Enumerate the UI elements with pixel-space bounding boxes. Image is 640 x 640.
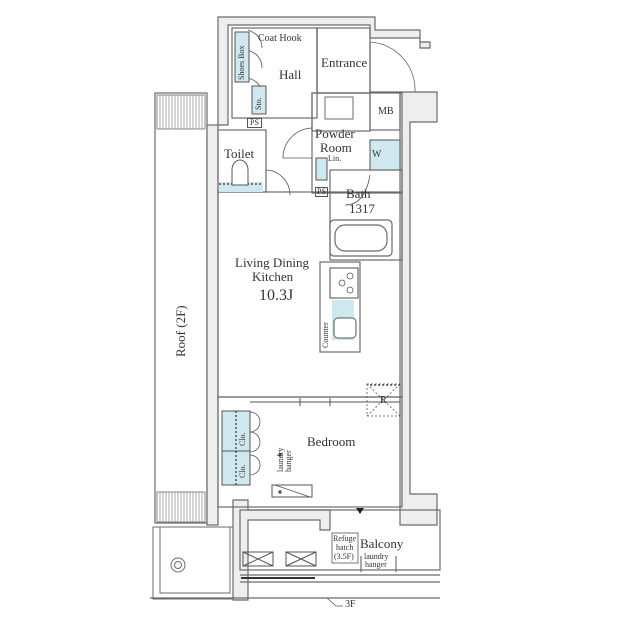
storage-label: Sto. [254,97,263,110]
powder-room-label-2: Room [320,140,352,155]
washer-label: W [372,149,382,160]
window-marker-icon [356,508,364,514]
ldk-label-2: Kitchen [252,269,294,284]
roof-area [154,92,208,524]
refuge-hatch-label-2: hatch [336,543,354,552]
balcony-label: Balcony [360,536,404,551]
ps-hall-label: PS [247,118,262,128]
bath-size-label: 1317 [349,201,375,216]
closet-label-1: Clo. [238,432,247,446]
refuge-hatch-label-3: (3.5F) [334,552,354,561]
shoes-box-label: Shoes Box [237,45,246,80]
hall-label: Hall [279,67,302,82]
ldk-size-label: 10.3J [259,287,294,304]
refuge-hatch-label-1: Refuge [333,534,357,543]
closet-label-2: Clo. [238,464,247,478]
refuge-hatch-box [331,532,359,564]
ac-units [242,551,317,567]
refrigerator-space [366,383,401,417]
roof-label: Roof (2F) [173,305,188,357]
toilet-fixture [231,159,249,186]
interior-walls [150,27,441,599]
powder-room-label-1: Powder [315,126,355,141]
ps-bath-label: PS [315,187,328,197]
door-swings [247,29,371,476]
coat-hook-label: Coat Hook [258,33,302,44]
linen-label: Lin. [328,154,342,163]
mb-label: MB [378,106,394,117]
entrance-label: Entrance [321,55,368,70]
laundry-hanger-balcony-label-1: laundry [364,552,389,561]
ldk-label-1: Living Dining [235,255,310,270]
toilet-label: Toilet [224,146,255,161]
level-marker-3f: 3F [345,599,356,610]
stove-icon [338,272,354,294]
laundry-hanger-bedroom-label-2: hanger [284,450,293,472]
laundry-hanger-balcony-label-2: hanger [365,560,387,569]
bedroom-label: Bedroom [307,434,356,449]
counter-label: Counter [321,322,330,348]
sink-icon [333,317,357,339]
lower-left-slab [152,526,234,600]
refrigerator-label: R [380,395,387,406]
bath-label: Bath [346,186,371,201]
